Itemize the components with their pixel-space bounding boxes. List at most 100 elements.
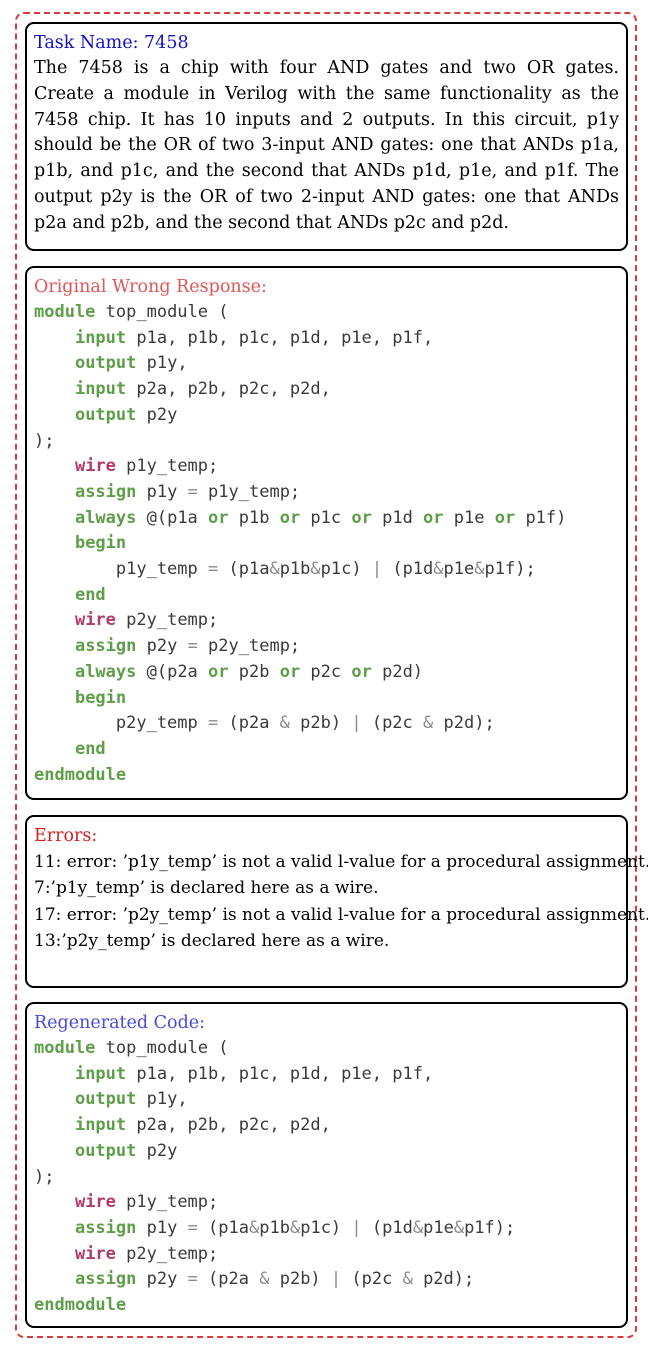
code-token: & <box>310 559 321 580</box>
code-token <box>34 405 75 425</box>
code-token: p2y_temp; <box>115 1243 219 1264</box>
code-line: assign p2y = p2y_temp; <box>34 634 626 660</box>
code-token: & <box>279 713 290 734</box>
error-line: 17: error: ’p2y_temp’ is not a valid l-v… <box>34 904 648 925</box>
code-token: p1y <box>136 1217 188 1238</box>
code-token <box>34 328 75 348</box>
code-token: @(p2a <box>136 661 209 682</box>
code-token <box>34 662 75 682</box>
code-keyword: output <box>74 353 137 374</box>
code-token: p2a, p2b, p2c, p2d, <box>126 1115 331 1136</box>
code-token: p1f); <box>464 1217 516 1238</box>
code-token: & <box>412 1217 424 1238</box>
code-token: p2a, p2b, p2c, p2d, <box>126 379 331 400</box>
code-keyword: assign <box>74 636 137 657</box>
code-token: (p2c <box>361 713 424 734</box>
task-description: The 7458 is a chip with four AND gates a… <box>34 58 619 233</box>
code-token: p2y_temp <box>34 713 208 734</box>
code-token: p1a, p1b, p1c, p1d, p1e, p1f, <box>126 1063 434 1084</box>
regenerated-code-title: Regenerated Code: <box>34 1013 206 1033</box>
code-token <box>34 688 75 708</box>
code-token: (p2c <box>341 1269 403 1290</box>
code-token: (p1a <box>218 559 270 580</box>
code-line: always @(p2a or p2b or p2c or p2d) <box>34 660 626 686</box>
code-token: p1c) <box>300 1217 352 1238</box>
code-token: & <box>289 1217 301 1238</box>
code-keyword: or <box>208 507 229 528</box>
code-line: wire p2y_temp; <box>34 608 626 634</box>
code-token: p1c) <box>320 559 372 580</box>
code-token: (p1d <box>361 1217 413 1238</box>
code-token: p2b) <box>269 1269 331 1290</box>
code-token: p2d); <box>433 713 495 734</box>
task-panel: Task Name: 7458 The 7458 is a chip with … <box>25 22 628 251</box>
code-token <box>34 508 75 528</box>
wrong-response-code: module top_module ( input p1a, p1b, p1c,… <box>34 300 626 788</box>
code-keyword: end <box>74 738 106 759</box>
code-token: = <box>187 1217 198 1238</box>
code-token: p2y <box>136 636 188 657</box>
code-keyword: or <box>351 507 372 528</box>
code-keyword: assign <box>74 481 137 502</box>
code-token: & <box>269 559 280 580</box>
code-keyword: or <box>279 661 301 682</box>
code-token: p1y, <box>136 353 188 374</box>
code-keyword: wire <box>74 610 116 631</box>
code-token: top_module ( <box>95 1038 229 1058</box>
code-line: module top_module ( <box>34 1036 626 1062</box>
code-keyword: input <box>74 379 127 400</box>
figure-dashed-frame <box>15 12 637 1338</box>
code-line: end <box>34 737 626 763</box>
code-token <box>34 739 75 759</box>
code-keyword: assign <box>74 1269 137 1290</box>
code-token: p2b) <box>289 713 352 734</box>
code-token: | <box>351 1217 362 1238</box>
code-line: ); <box>34 1165 626 1191</box>
code-keyword: endmodule <box>34 764 127 785</box>
code-token: | <box>330 1269 342 1290</box>
code-token: p1c <box>300 507 352 528</box>
code-token: & <box>453 1217 465 1238</box>
code-token <box>34 1115 75 1135</box>
code-token <box>34 1269 75 1289</box>
code-keyword: wire <box>74 1192 116 1213</box>
code-keyword: output <box>74 1140 137 1161</box>
code-token: p1f) <box>515 507 567 528</box>
code-line: begin <box>34 531 626 557</box>
code-token: = <box>208 559 219 580</box>
code-token: p1y <box>136 481 188 502</box>
code-token: = <box>208 713 219 734</box>
code-token: p2d); <box>412 1269 475 1290</box>
code-token: top_module ( <box>95 302 229 322</box>
code-keyword: module <box>34 1038 96 1058</box>
code-token <box>34 456 75 476</box>
code-token: p1b <box>279 559 311 580</box>
task-title: Task Name: 7458 <box>34 33 189 53</box>
errors-panel: Errors: 11: error: ’p1y_temp’ is not a v… <box>25 815 648 988</box>
code-token: & <box>259 1269 270 1290</box>
code-token <box>34 533 75 553</box>
code-line: assign p2y = (p2a & p2b) | (p2c & p2d); <box>34 1267 626 1293</box>
code-token: p2d) <box>371 661 424 682</box>
code-keyword: or <box>208 661 229 682</box>
code-token: p1e <box>443 507 495 528</box>
code-keyword: or <box>351 661 372 682</box>
code-token: p2y_temp; <box>115 610 219 631</box>
code-token: = <box>187 1269 198 1290</box>
code-token <box>34 1064 75 1084</box>
code-token: & <box>423 713 434 734</box>
code-line: end <box>34 583 626 609</box>
code-token: p1d <box>371 507 424 528</box>
code-token: p2y <box>136 404 178 425</box>
code-keyword: assign <box>74 1217 137 1238</box>
code-token <box>34 610 75 630</box>
code-line: output p2y <box>34 403 626 429</box>
code-token <box>34 1192 75 1212</box>
code-token: & <box>474 559 485 580</box>
error-line: 11: error: ’p1y_temp’ is not a valid l-v… <box>34 852 648 872</box>
wrong-response-title: Original Wrong Response: <box>34 277 267 297</box>
code-token <box>34 379 75 399</box>
code-token: (p2a <box>218 713 280 734</box>
code-token: p1b <box>228 507 280 528</box>
code-token: p2y <box>136 1269 188 1290</box>
